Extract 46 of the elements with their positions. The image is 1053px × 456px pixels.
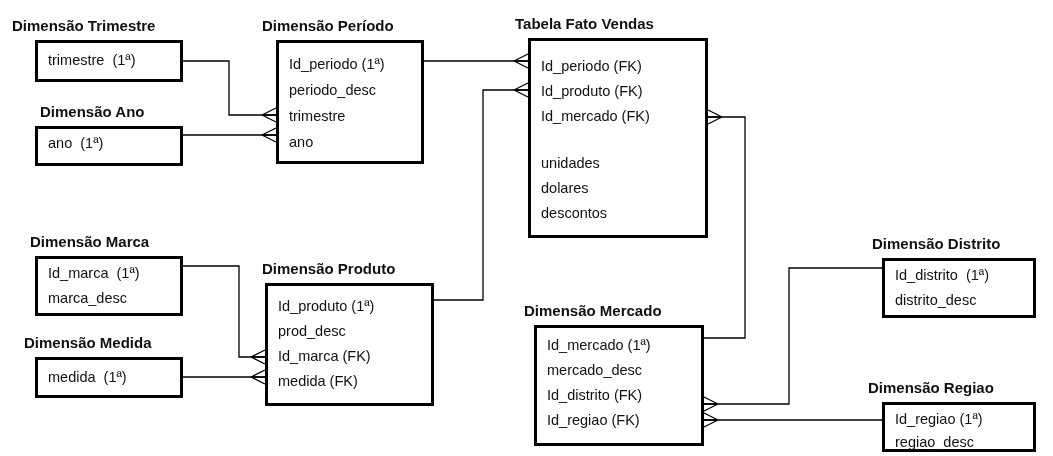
table-title: Dimensão Medida: [24, 333, 153, 353]
field-name: descontos: [541, 204, 609, 223]
table-title: Dimensão Período: [262, 16, 395, 36]
field-name: ano (1ª): [48, 134, 105, 153]
relationship-line: [182, 127, 277, 143]
relationship-line: [182, 60, 277, 123]
table-title: Dimensão Regiao: [868, 378, 995, 398]
field-name: trimestre (1ª): [48, 51, 137, 70]
field-name: Id_mercado (1ª): [547, 336, 652, 355]
field-name: Id_produto (1ª): [278, 297, 376, 316]
table-title: Dimensão Ano: [40, 102, 146, 122]
field-name: Id_mercado (FK): [541, 107, 651, 126]
relationship-line: [433, 82, 529, 301]
field-name: medida (FK): [278, 372, 359, 391]
field-name: Id_distrito (1ª): [895, 266, 990, 285]
field-name: Id_marca (1ª): [48, 264, 141, 283]
field-name: medida (1ª): [48, 368, 128, 387]
relationship-line: [182, 265, 266, 365]
field-name: Id_distrito (FK): [547, 386, 644, 405]
table-title: Dimensão Distrito: [872, 234, 1002, 254]
field-name: prod_desc: [278, 322, 347, 341]
field-name: Id_regiao (FK): [547, 411, 641, 430]
field-name: Id_periodo (1ª): [289, 55, 386, 74]
field-name: distrito_desc: [895, 291, 978, 310]
field-name: Id_periodo (FK): [541, 57, 643, 76]
field-name: Id_regiao (1ª): [895, 410, 984, 429]
field-name: marca_desc: [48, 289, 128, 308]
relationship-line: [703, 267, 883, 412]
relationship-line: [703, 412, 883, 428]
field-name: Id_produto (FK): [541, 82, 644, 101]
field-name: regiao_desc: [895, 433, 975, 452]
field-name: Id_marca (FK): [278, 347, 372, 366]
table-title: Dimensão Mercado: [524, 301, 663, 321]
field-name: periodo_desc: [289, 81, 378, 100]
relationship-line: [703, 109, 746, 339]
field-name: dolares: [541, 179, 590, 198]
table-title: Dimensão Marca: [30, 232, 151, 252]
field-name: unidades: [541, 154, 601, 173]
field-name: mercado_desc: [547, 361, 644, 380]
relationship-line: [182, 369, 266, 385]
table-title: Tabela Fato Vendas: [515, 14, 655, 34]
relationship-line: [423, 53, 529, 69]
table-title: Dimensão Produto: [262, 259, 397, 279]
field-name: ano: [289, 133, 315, 152]
table-title: Dimensão Trimestre: [12, 16, 157, 36]
field-name: trimestre: [289, 107, 347, 126]
